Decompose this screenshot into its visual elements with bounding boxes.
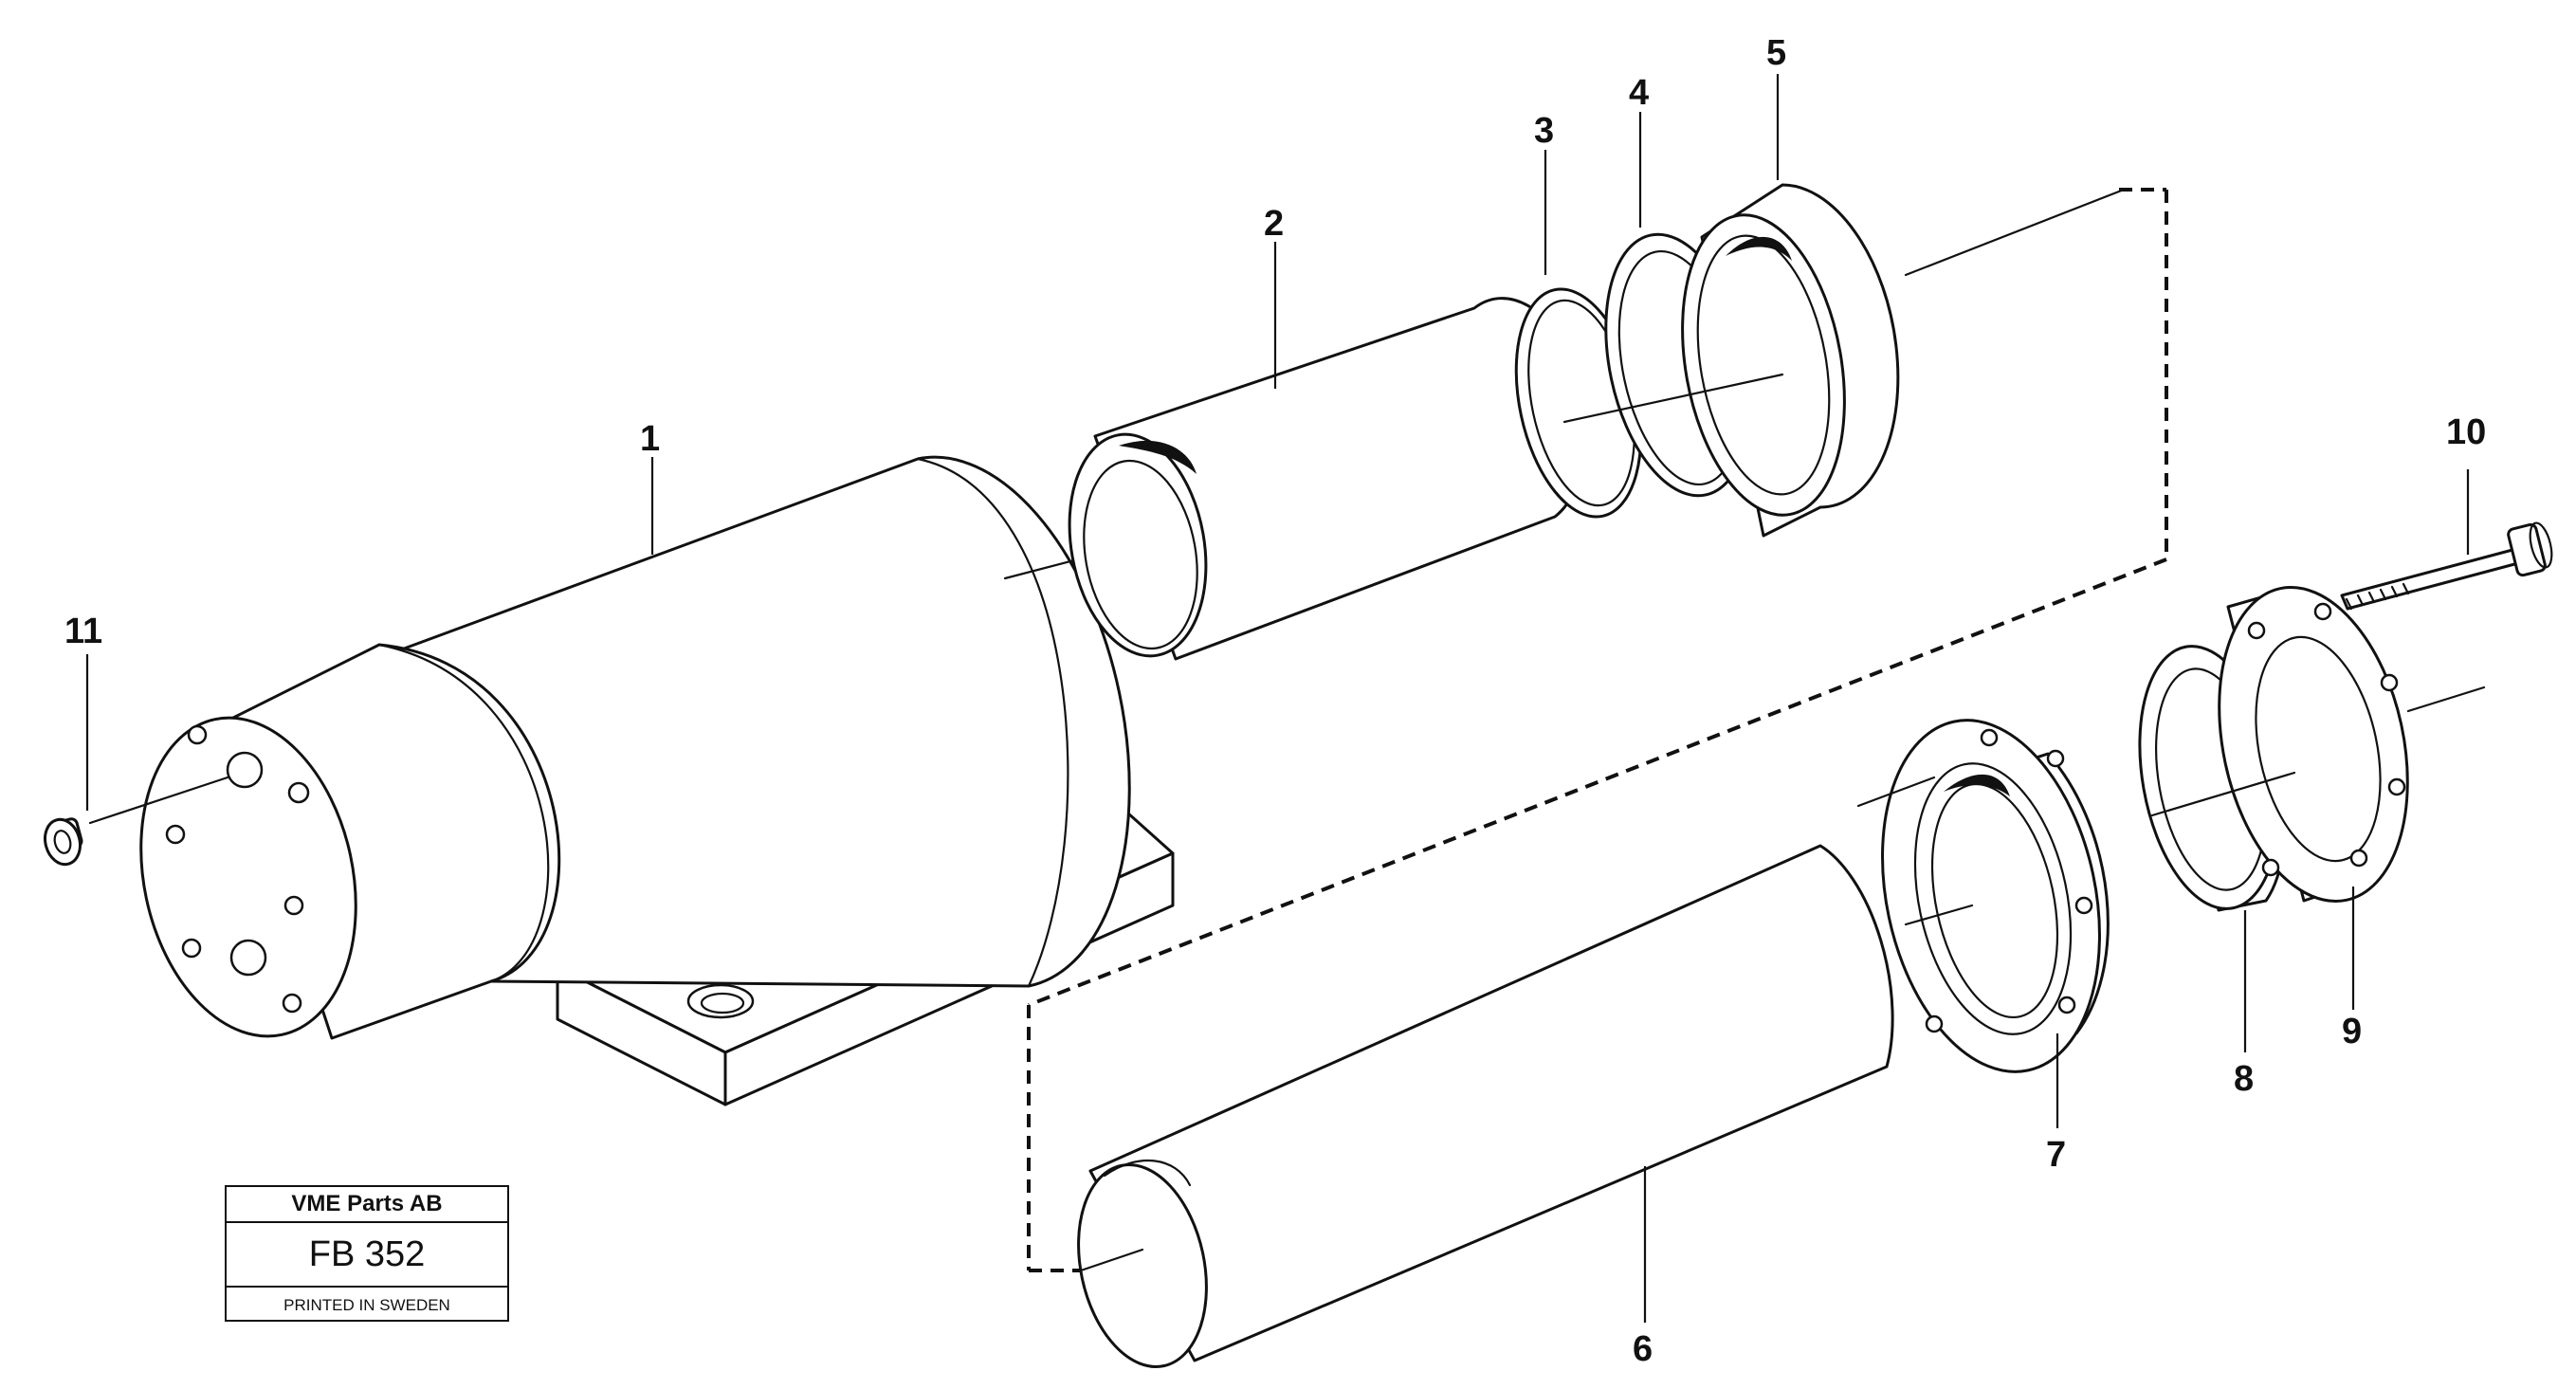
part-10-bolt (2340, 521, 2553, 611)
publisher-stamp: VME Parts AB FB 352 PRINTED IN SWEDEN (225, 1185, 509, 1322)
stamp-code: FB 352 (227, 1223, 507, 1288)
callout-1: 1 (640, 419, 660, 459)
callout-7: 7 (2046, 1135, 2066, 1175)
part-5-seal-holder (1681, 183, 1900, 538)
part-9-cover-flange (2150, 585, 2486, 904)
callout-leaders (85, 74, 2470, 1323)
stamp-printed: PRINTED IN SWEDEN (283, 1296, 450, 1314)
callout-3: 3 (1534, 111, 1554, 151)
assembly-dashed-bracket (1027, 188, 2168, 1272)
callout-10: 10 (2446, 412, 2486, 452)
callout-labels: 1 2 3 4 5 6 7 8 9 10 11 (64, 33, 2486, 1369)
callout-11: 11 (64, 612, 102, 651)
callout-8: 8 (2234, 1059, 2254, 1099)
callout-5: 5 (1766, 33, 1786, 73)
part-11-plug (44, 817, 83, 867)
callout-6: 6 (1633, 1329, 1653, 1369)
part-7-flange (1856, 719, 2110, 1073)
part-2-sleeve (1068, 297, 1588, 661)
callout-9: 9 (2342, 1012, 2362, 1051)
part-6-piston-rod (1077, 844, 1894, 1369)
callout-4: 4 (1629, 73, 1649, 113)
stamp-company: VME Parts AB (227, 1187, 507, 1223)
part-1-cylinder-housing (88, 455, 1225, 1106)
callout-2: 2 (1264, 204, 1284, 244)
